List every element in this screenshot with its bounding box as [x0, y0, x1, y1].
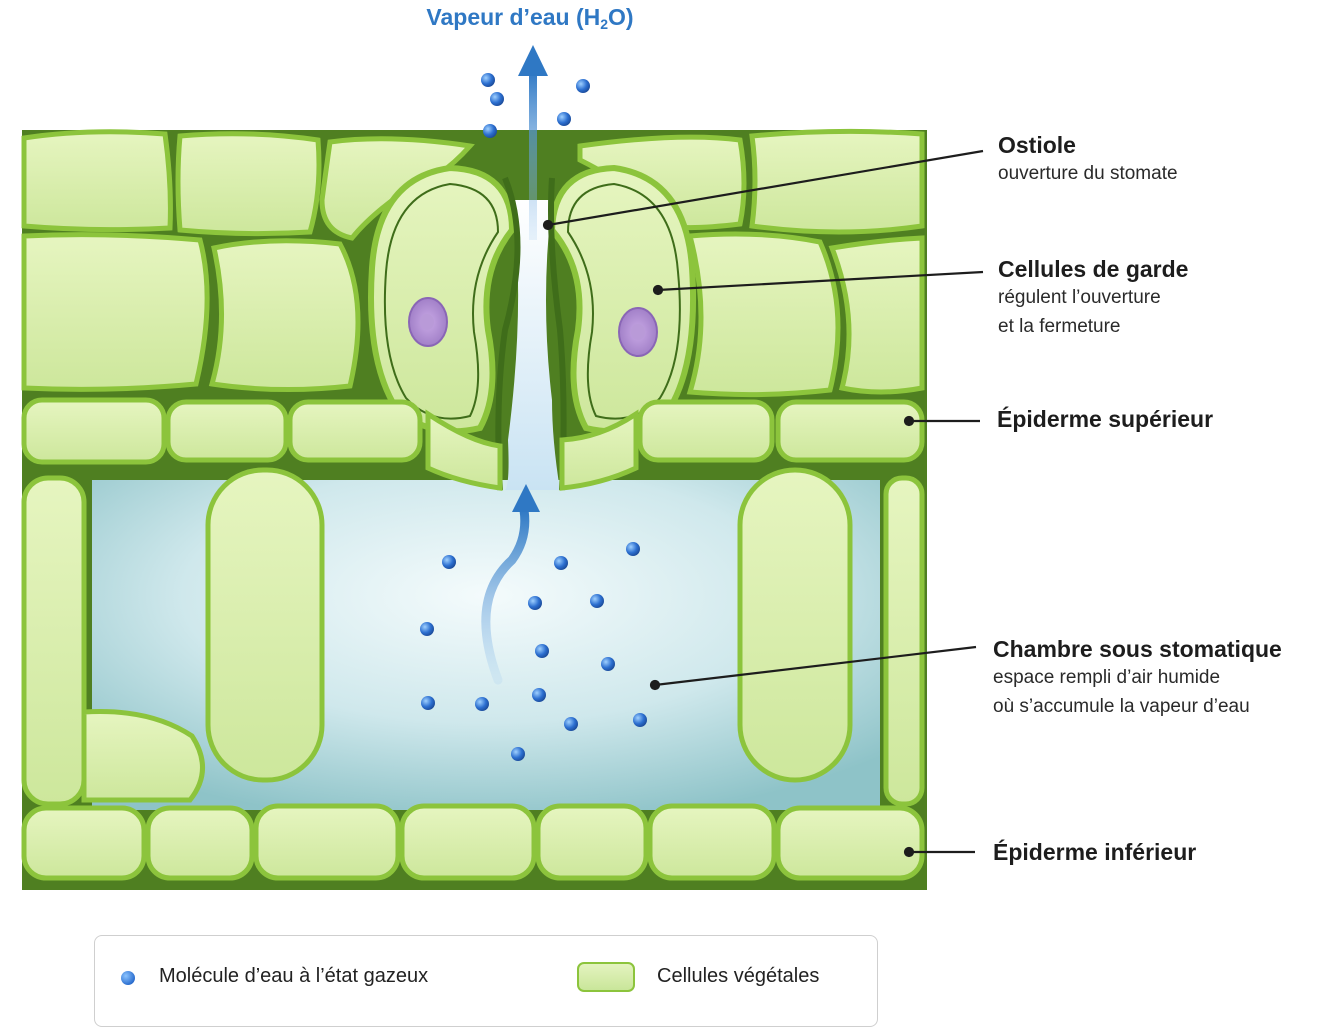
label-guard-desc-1: régulent l’ouverture: [998, 283, 1188, 312]
water-molecule-icon: [121, 971, 135, 985]
label-chamber-desc-2: où s’accumule la vapeur d’eau: [993, 692, 1282, 721]
legend-water-label: Molécule d’eau à l’état gazeux: [159, 965, 428, 988]
label-guard-title: Cellules de garde: [998, 255, 1188, 283]
label-lower-epidermis: Épiderme inférieur: [993, 838, 1196, 866]
legend-cells-label: Cellules végétales: [657, 965, 819, 988]
label-upper-title: Épiderme supérieur: [997, 405, 1213, 433]
label-ostiole-desc: ouverture du stomate: [998, 159, 1178, 188]
label-guard-desc-2: et la fermeture: [998, 312, 1188, 341]
label-guard-cells: Cellules de garde régulent l’ouverture e…: [998, 255, 1188, 341]
plant-cell-icon: [577, 962, 635, 992]
label-ostiole: Ostiole ouverture du stomate: [998, 131, 1178, 188]
label-chamber-title: Chambre sous stomatique: [993, 635, 1282, 663]
label-chamber-desc-1: espace rempli d’air humide: [993, 663, 1282, 692]
legend: Molécule d’eau à l’état gazeux Cellules …: [94, 935, 878, 1027]
diagram-title: Vapeur d’eau (H2O): [330, 4, 730, 32]
lower-epidermis: [24, 806, 922, 878]
label-ostiole-title: Ostiole: [998, 131, 1178, 159]
label-lower-title: Épiderme inférieur: [993, 838, 1196, 866]
label-chamber: Chambre sous stomatique espace rempli d’…: [993, 635, 1282, 721]
label-upper-epidermis: Épiderme supérieur: [997, 405, 1213, 433]
